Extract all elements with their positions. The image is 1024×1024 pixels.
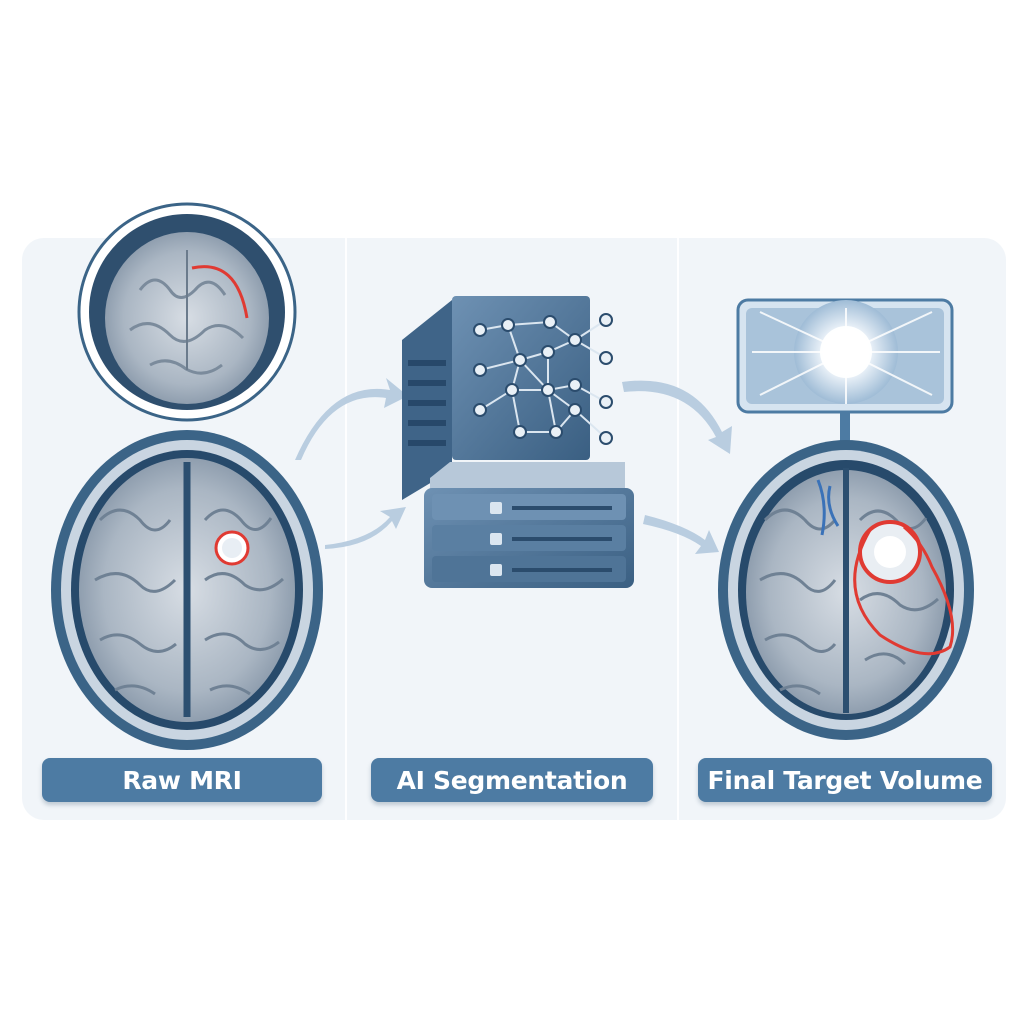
brain-target-icon: [718, 440, 974, 740]
flow-arrow: [295, 378, 408, 549]
flow-arrow: [622, 380, 732, 554]
server-icon: [402, 296, 634, 588]
panel-divider: [345, 238, 347, 820]
stage-label-final-target-volume: Final Target Volume: [698, 758, 992, 802]
stage-label-ai-segmentation: AI Segmentation: [371, 758, 653, 802]
stage-label-raw-mri: Raw MRI: [42, 758, 322, 802]
glow-screen-icon: [736, 298, 954, 462]
mri-zoom-icon: [77, 202, 297, 422]
neural-network-icon: [473, 313, 613, 445]
brain-axial-icon: [51, 430, 323, 750]
